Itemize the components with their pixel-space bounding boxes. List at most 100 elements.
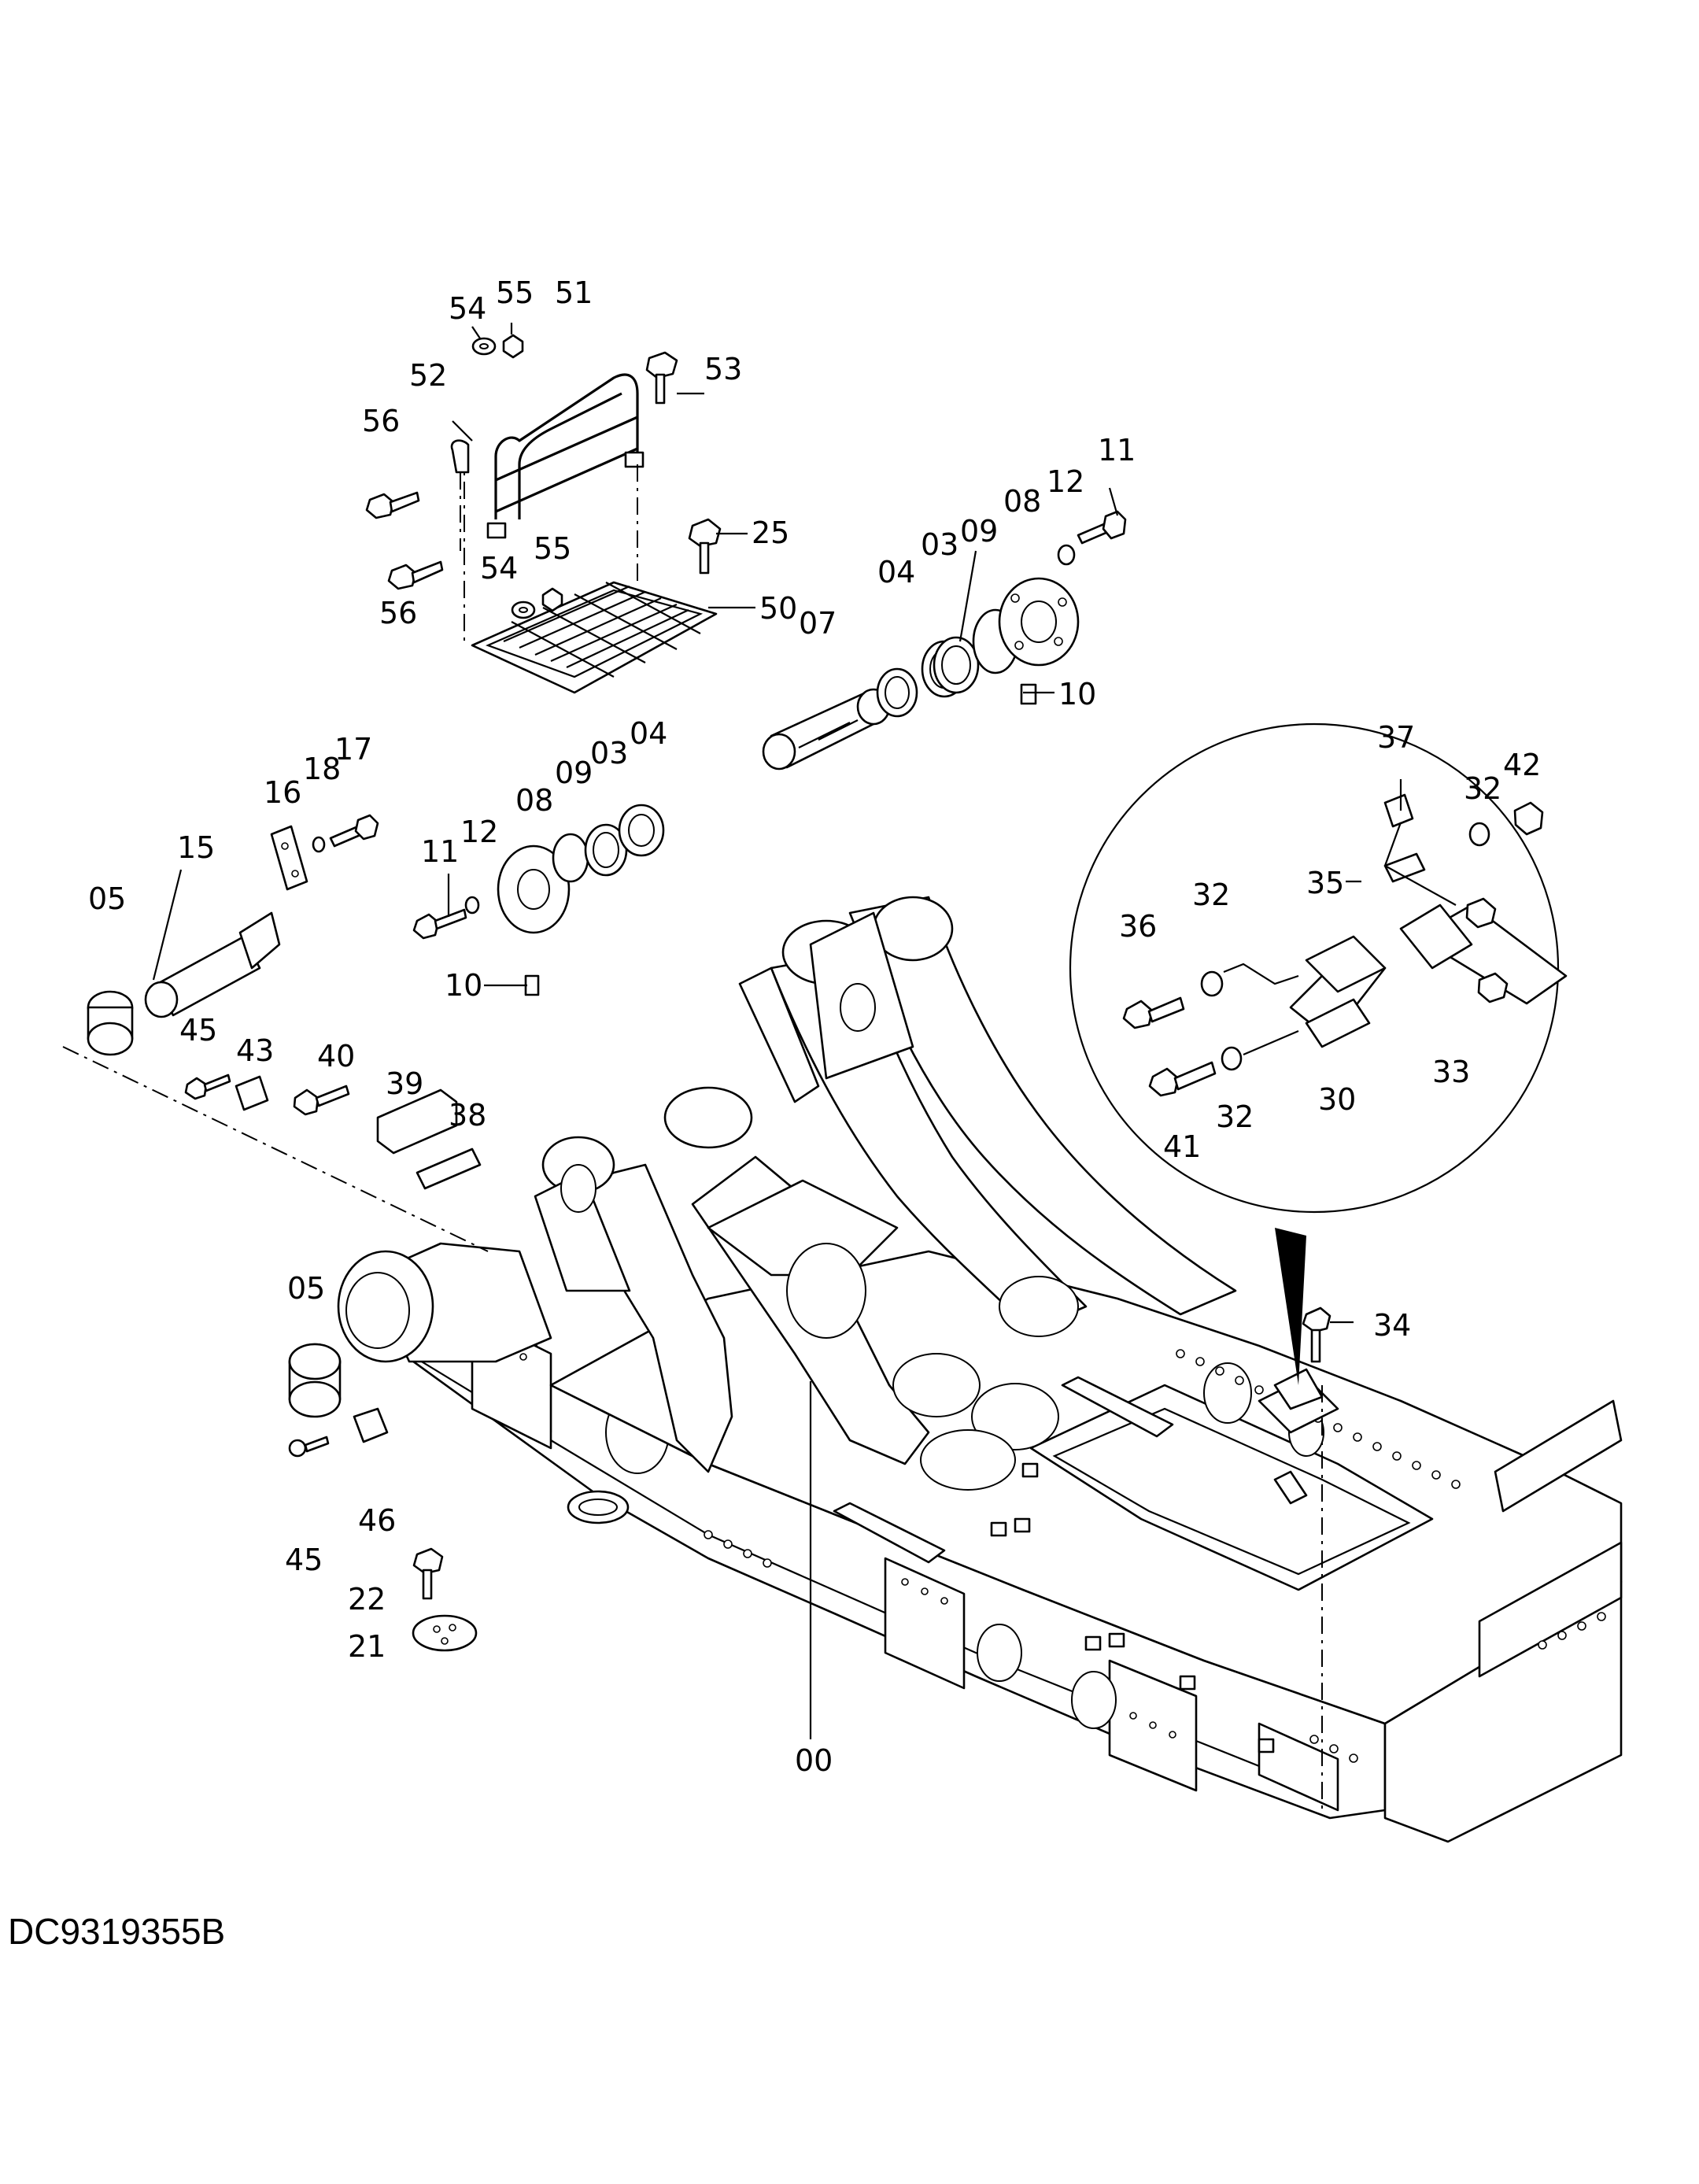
callout-37: 37 — [1377, 720, 1415, 755]
shim-09-left — [552, 833, 589, 883]
plate-43 — [235, 1075, 269, 1111]
callout-32-lower: 32 — [1216, 1099, 1254, 1134]
washers-54-55 — [471, 334, 563, 619]
clamp-35 — [1383, 852, 1426, 883]
callout-55-top: 55 — [496, 275, 534, 310]
callout-43: 43 — [236, 1033, 274, 1068]
hose-clamp-37 — [1383, 793, 1414, 828]
callout-08-right: 08 — [1003, 484, 1041, 519]
boom-arms — [534, 896, 1237, 1491]
callout-33: 33 — [1432, 1055, 1470, 1089]
plate-08-right — [998, 577, 1080, 667]
callout-40: 40 — [317, 1039, 355, 1074]
bolt-11-right — [1077, 510, 1127, 545]
rear-boss — [288, 1242, 552, 1418]
callout-07: 07 — [799, 606, 837, 641]
bushing-05-top — [87, 990, 134, 1056]
callout-41: 41 — [1163, 1129, 1201, 1164]
callout-38: 38 — [449, 1098, 486, 1133]
bushing-03-right — [921, 636, 980, 698]
callout-04-left: 04 — [630, 716, 667, 751]
callout-55-mid: 55 — [534, 531, 571, 566]
bolt-45-lower — [288, 1436, 330, 1458]
callout-09-left: 09 — [555, 756, 593, 790]
bolts-56 — [365, 439, 470, 590]
washer-12-right — [1057, 544, 1076, 566]
callout-56-top: 56 — [362, 404, 400, 438]
callout-11-right: 11 — [1098, 433, 1136, 467]
callout-10-left: 10 — [445, 968, 482, 1003]
callout-52: 52 — [409, 358, 447, 393]
callout-35: 35 — [1306, 866, 1344, 900]
callout-22: 22 — [348, 1582, 386, 1617]
callout-32-left: 32 — [1192, 878, 1230, 912]
callout-04-right: 04 — [877, 555, 915, 589]
callout-34: 34 — [1373, 1308, 1411, 1343]
callout-45-lower: 45 — [285, 1543, 323, 1577]
leader-lines — [152, 323, 1402, 1739]
callout-05-top: 05 — [88, 881, 126, 916]
callout-46: 46 — [358, 1503, 396, 1538]
bolt-25 — [688, 518, 722, 575]
callout-30: 30 — [1318, 1082, 1356, 1117]
callout-10-right: 10 — [1058, 677, 1096, 711]
callout-03-left: 03 — [590, 736, 628, 770]
bushing-03-left — [584, 823, 628, 877]
callout-18: 18 — [303, 752, 341, 786]
callout-03-right: 03 — [921, 527, 958, 562]
washer-32-top — [1468, 822, 1490, 847]
callout-08-left: 08 — [515, 783, 553, 818]
pin-07 — [762, 688, 891, 770]
callout-45-upper: 45 — [179, 1013, 217, 1048]
bracket-slot — [567, 1490, 630, 1524]
bracket-30 — [1289, 935, 1387, 1048]
deck-bolt-holes — [480, 1334, 1606, 1763]
bolt-45-upper — [184, 1074, 231, 1100]
callout-21: 21 — [348, 1629, 386, 1664]
ring-04-right — [876, 667, 918, 718]
callout-17: 17 — [334, 732, 372, 767]
ring-04-left — [618, 804, 665, 857]
callout-12-right: 12 — [1047, 464, 1084, 499]
callout-51: 51 — [555, 275, 593, 310]
plate-08-left — [497, 844, 571, 934]
callout-39: 39 — [386, 1066, 423, 1101]
callout-32-top: 32 — [1464, 771, 1501, 806]
callout-11-left: 11 — [421, 834, 459, 869]
callout-09-right: 09 — [960, 514, 998, 549]
callout-42: 42 — [1503, 748, 1541, 782]
step-and-handrail — [464, 373, 718, 694]
bolt-11-left — [412, 908, 467, 940]
block-39 — [376, 1088, 458, 1155]
plate-46 — [353, 1407, 389, 1443]
callout-54-top: 54 — [449, 291, 486, 326]
bolt-41 — [1148, 1061, 1217, 1097]
callout-12-left: 12 — [460, 815, 498, 849]
pin-15 — [144, 911, 281, 1018]
callout-labels: 54 55 51 53 52 56 55 54 56 25 50 11 12 0… — [88, 275, 1541, 1778]
bolt-22 — [412, 1547, 444, 1600]
bushing-05-lower — [288, 1343, 342, 1380]
callout-15: 15 — [177, 830, 215, 865]
drawing-code: DC9319355B — [8, 1911, 225, 1952]
grease-10-left — [524, 974, 540, 996]
grease-10-right — [1020, 683, 1037, 705]
hose-bracket-33 — [1399, 897, 1568, 1005]
callout-56-bottom: 56 — [379, 596, 417, 630]
callout-53: 53 — [704, 352, 742, 386]
plate-16 — [270, 825, 308, 891]
nut-42 — [1513, 801, 1544, 836]
bracket-34-assembly — [1258, 1228, 1339, 1810]
bolt-53 — [645, 351, 678, 405]
main-frame — [368, 1250, 1623, 1843]
callout-36: 36 — [1119, 909, 1157, 944]
plate-21 — [412, 1614, 478, 1652]
callout-50: 50 — [759, 591, 797, 626]
bolt-17 — [329, 814, 379, 848]
washer-18 — [312, 836, 326, 853]
block-38 — [416, 1147, 482, 1190]
washer-32-left — [1200, 970, 1224, 997]
washer-12-left — [464, 896, 480, 915]
callout-05-lower: 05 — [287, 1271, 325, 1306]
detail-circle — [1069, 722, 1568, 1214]
